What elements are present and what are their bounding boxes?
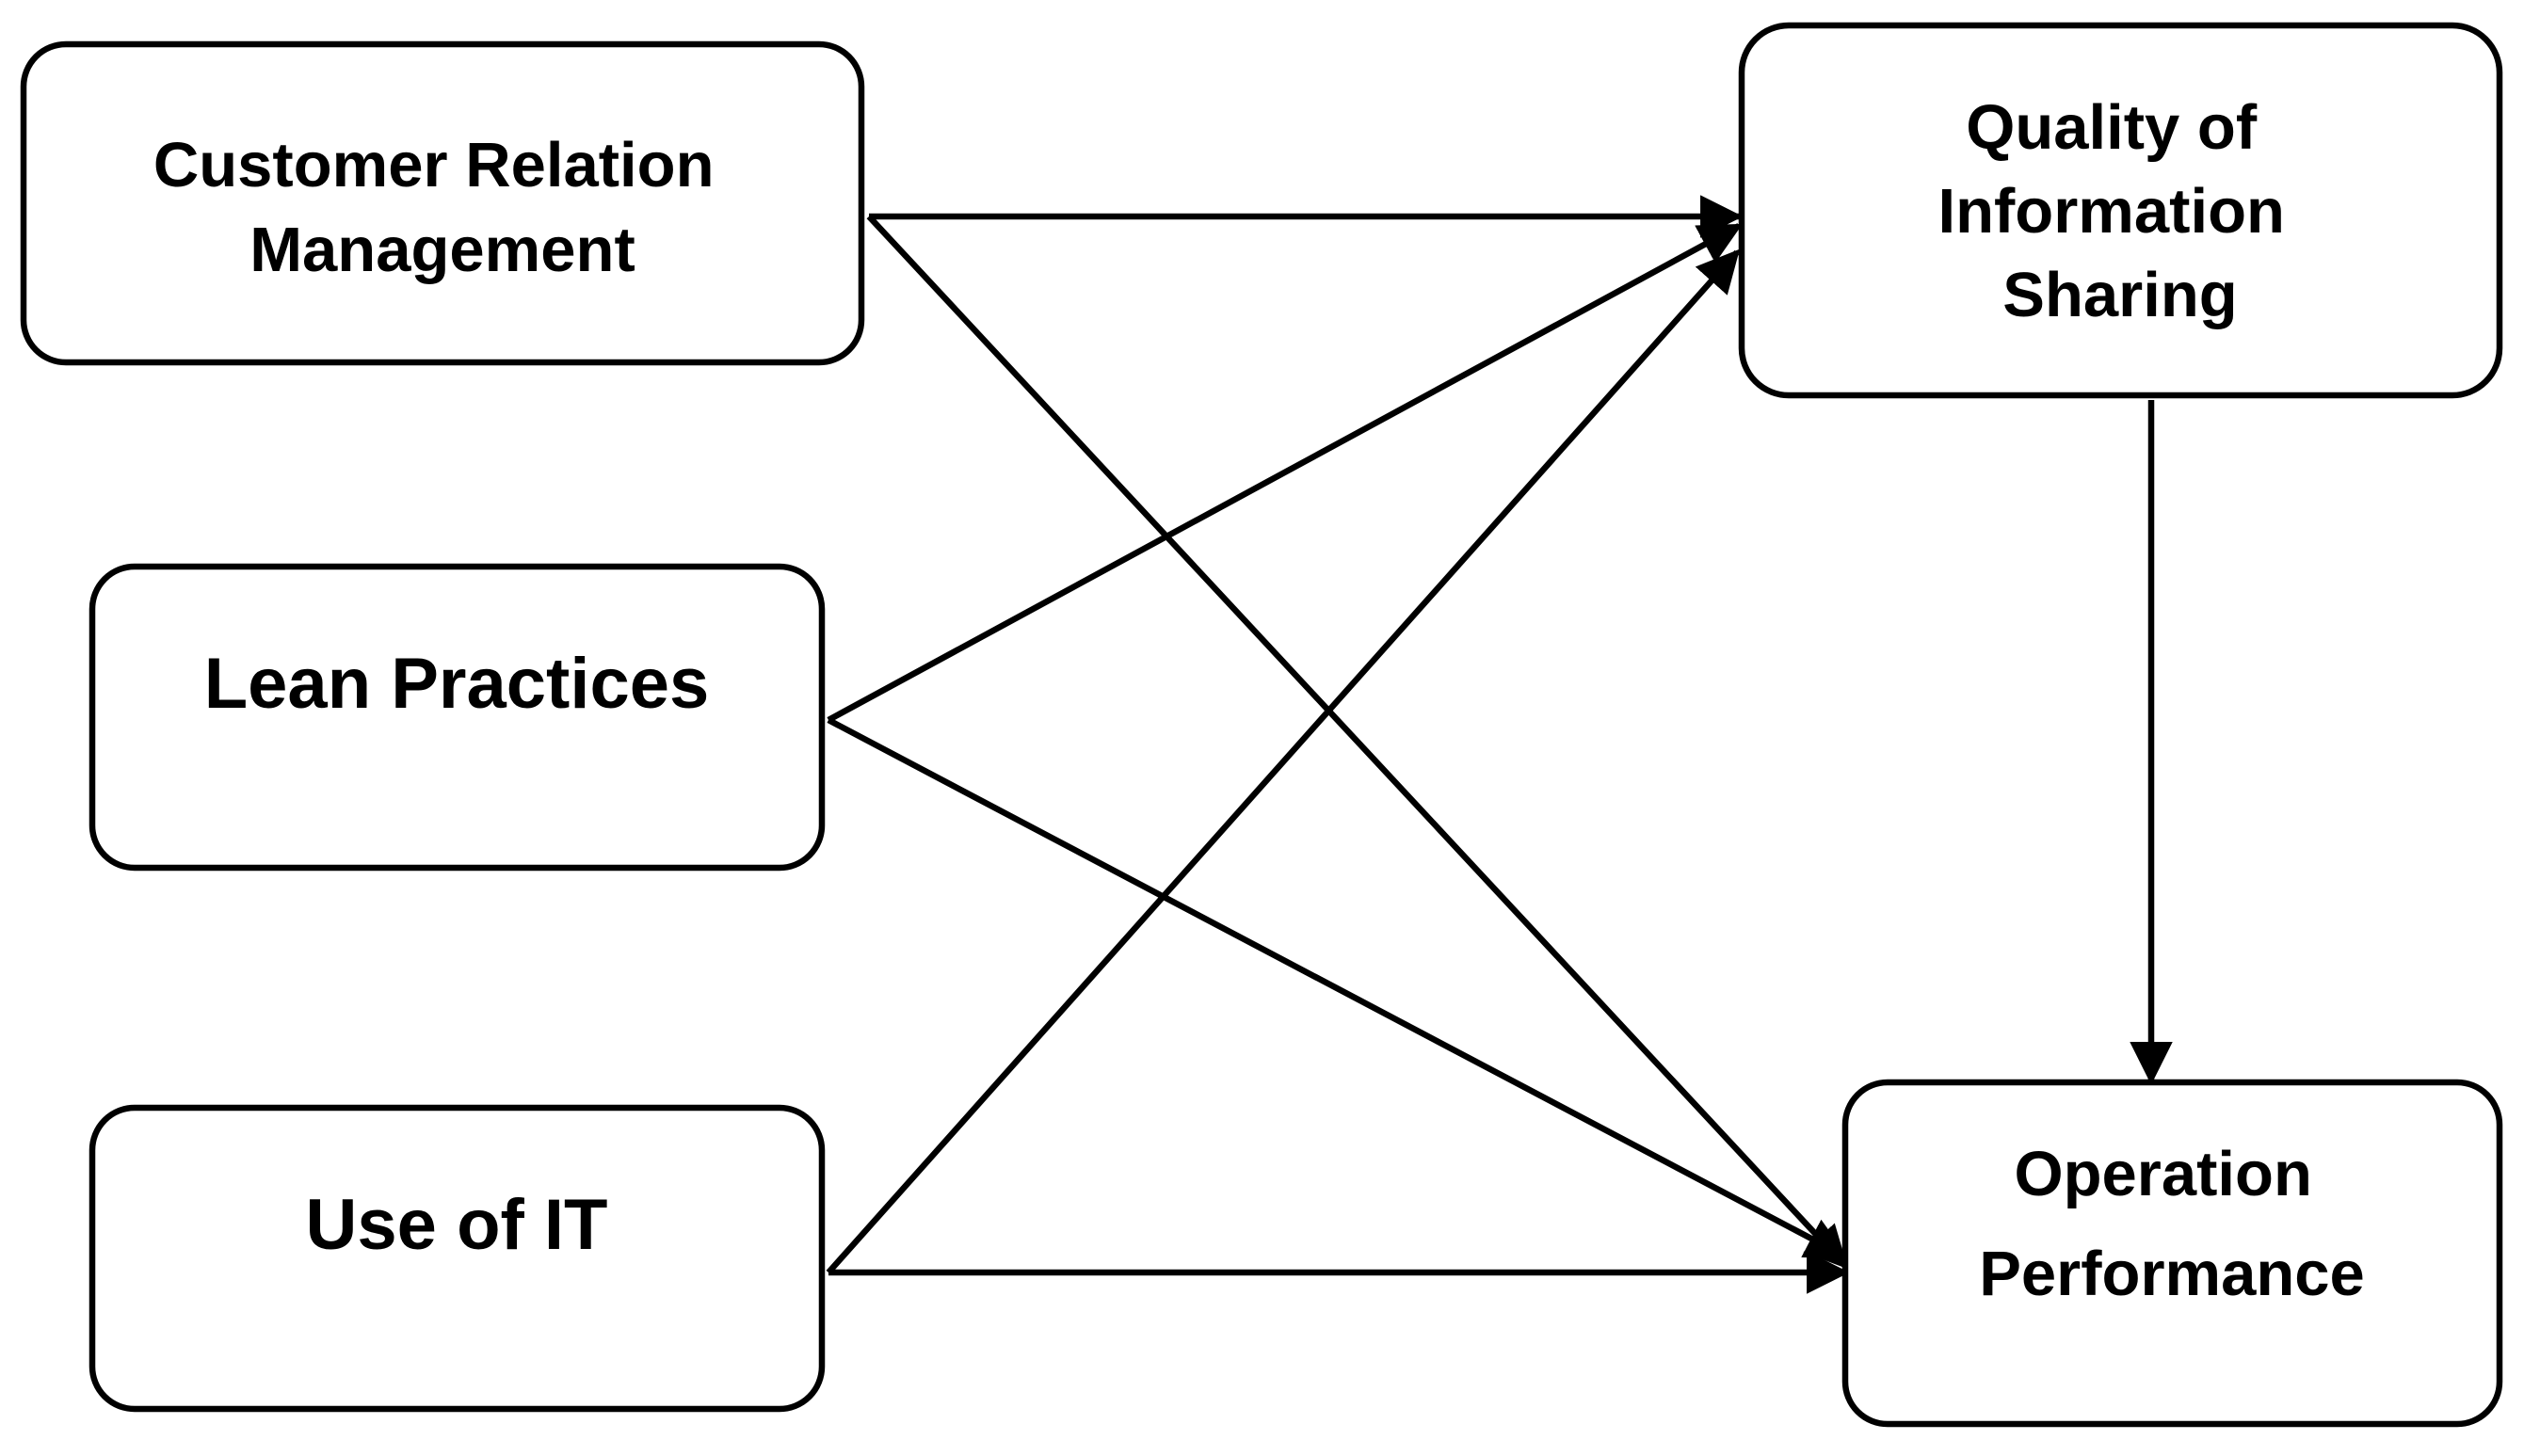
node-label: Customer Relation Management [153, 130, 731, 285]
edges-group [826, 195, 2173, 1294]
edge-lean-to-qis [827, 223, 1743, 723]
node-lean-practices: Lean Practices [88, 563, 826, 872]
edge-lean-to-op [827, 717, 1850, 1259]
node-box [88, 563, 826, 872]
node-label: Quality of Information Sharing [1937, 92, 2302, 330]
node-label: Lean Practices [204, 644, 710, 724]
edge-crm-to-op [866, 214, 1849, 1270]
node-quality-of-information-sharing: Quality of Information Sharing [1738, 22, 2503, 399]
node-use-of-it: Use of IT [88, 1104, 826, 1413]
node-label: Operation Performance [1979, 1139, 2365, 1309]
node-customer-relation-management: Customer Relation Management [20, 40, 865, 366]
node-box [88, 1104, 826, 1413]
node-box [1738, 22, 2503, 399]
node-box [20, 40, 865, 366]
edge-it-to-qis [826, 248, 1741, 1275]
node-box [1841, 1079, 2503, 1428]
node-label: Use of IT [306, 1185, 608, 1265]
node-operation-performance: Operation Performance [1841, 1079, 2503, 1428]
